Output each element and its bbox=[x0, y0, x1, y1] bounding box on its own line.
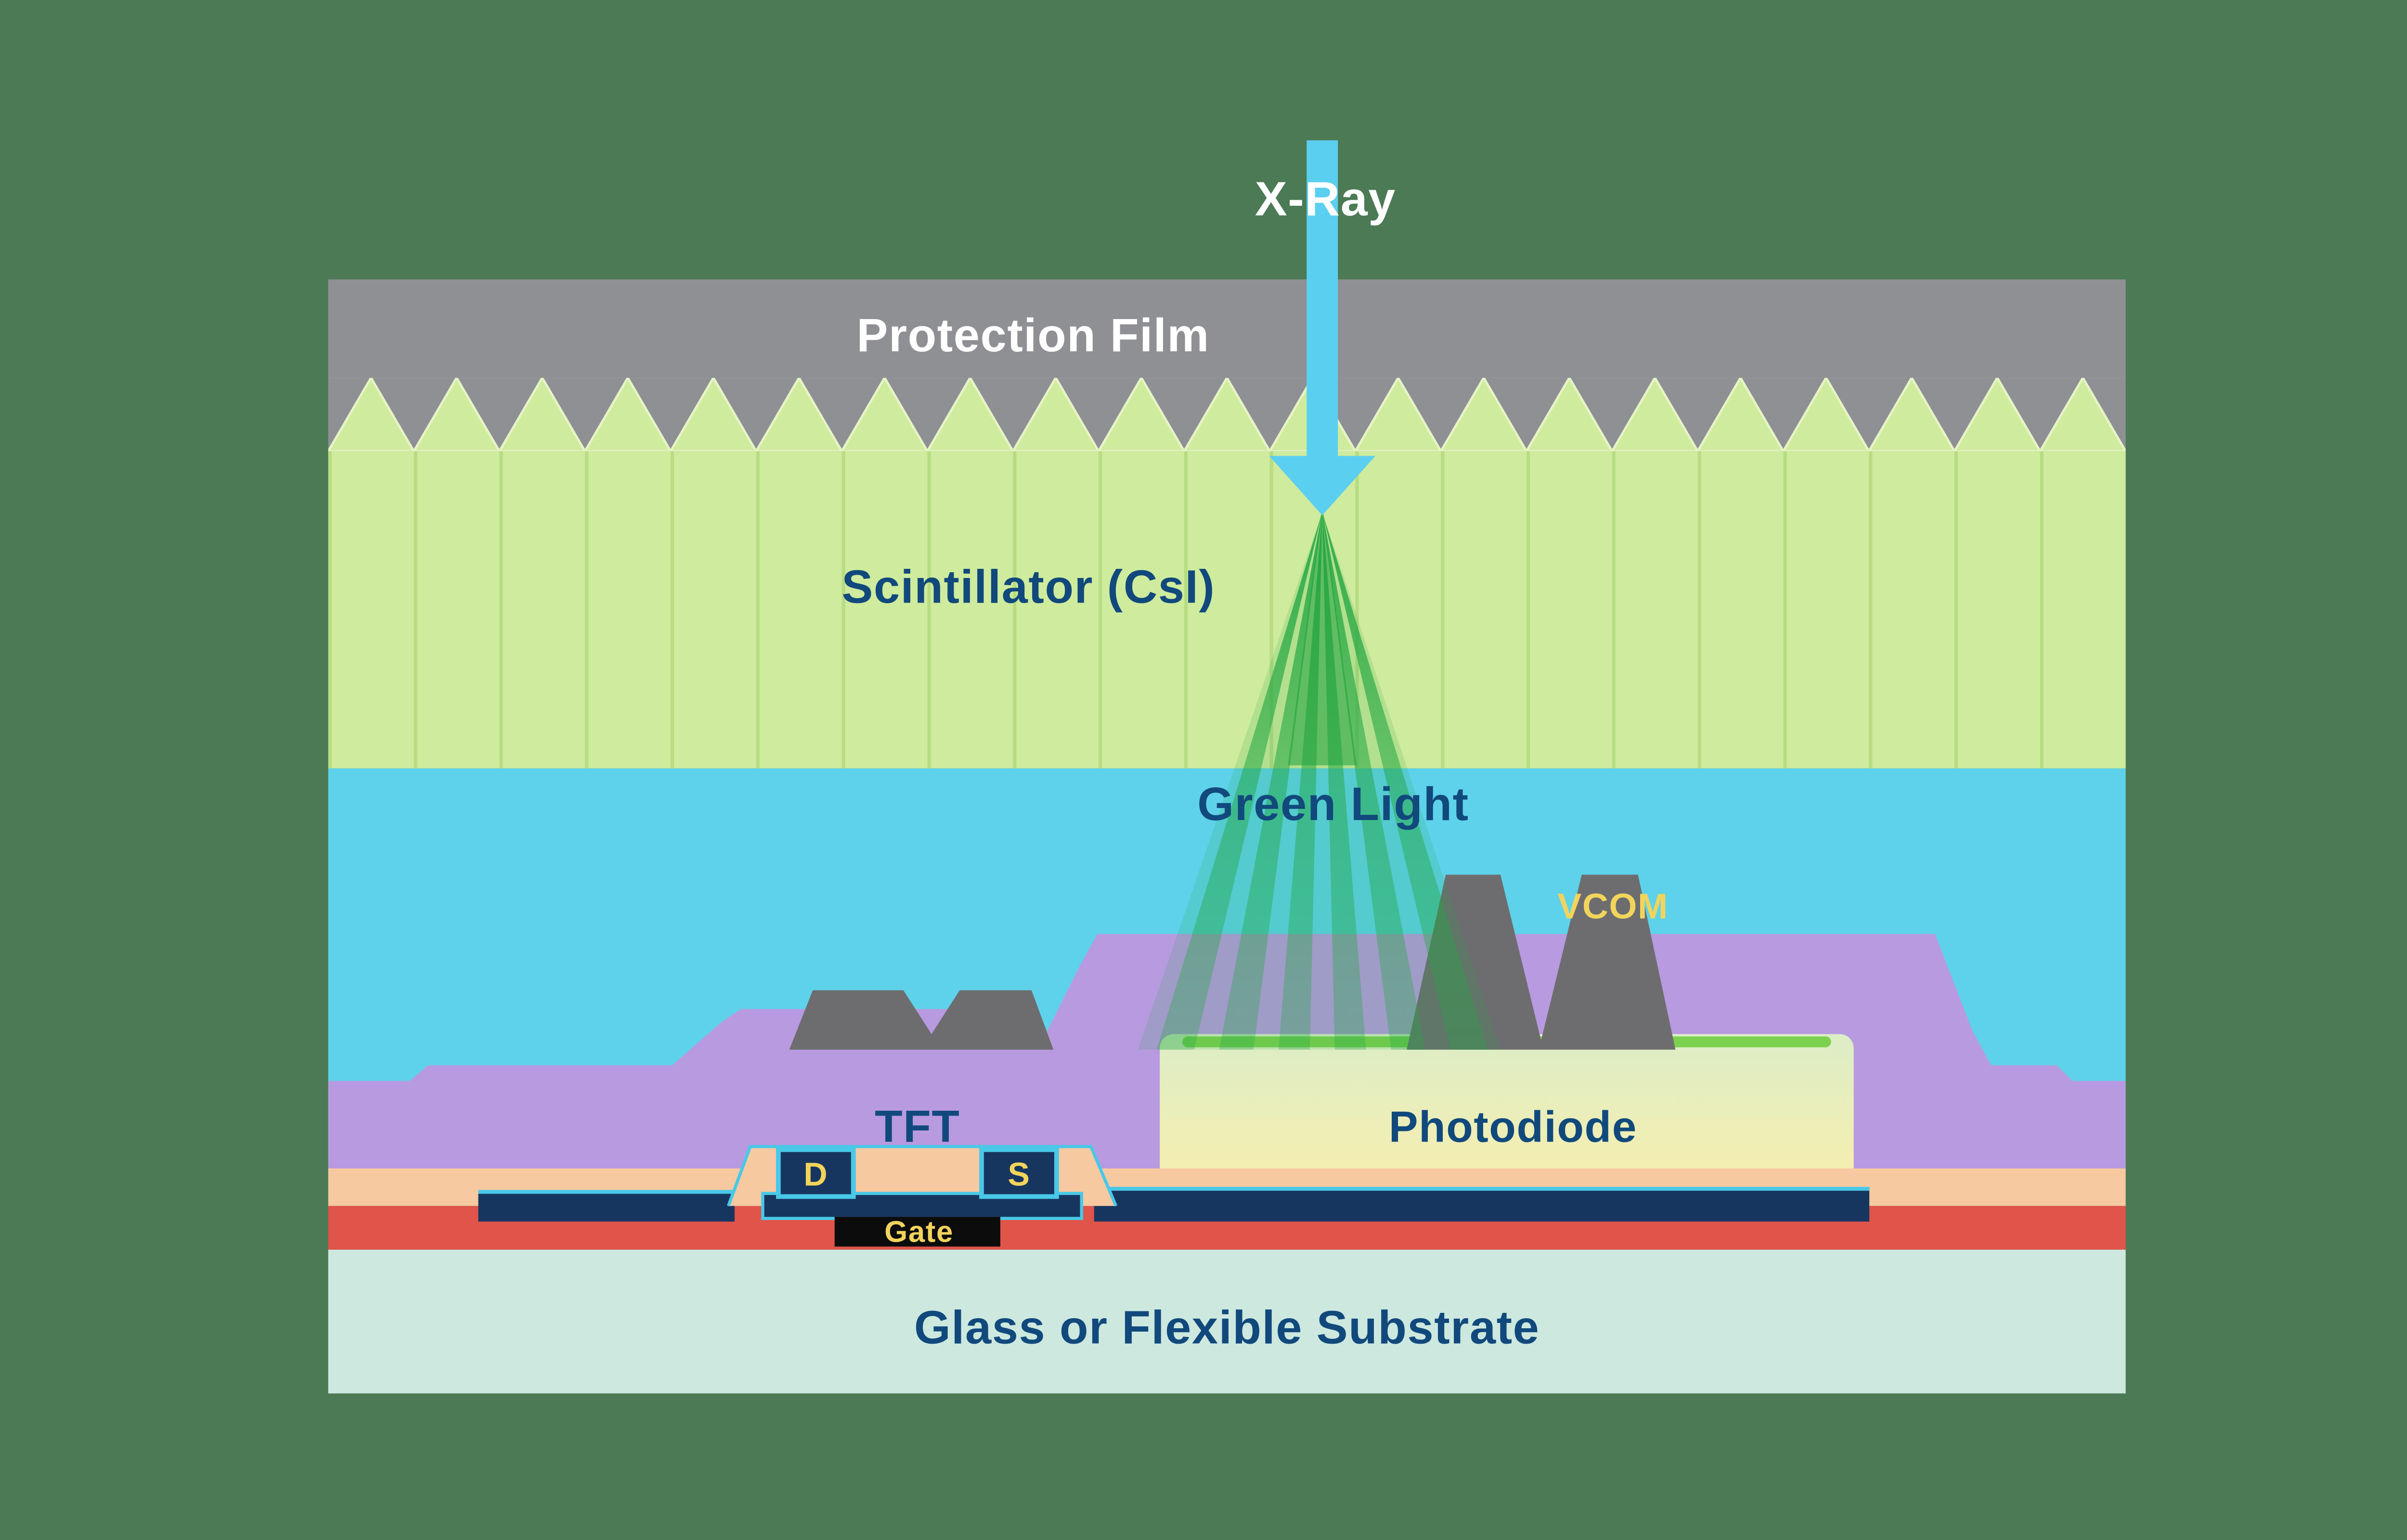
xray-label: X-Ray bbox=[1255, 172, 1396, 226]
photodiode-body bbox=[1160, 1034, 1854, 1191]
data-metal-line bbox=[1094, 1187, 1870, 1222]
green-light-rays bbox=[1138, 506, 1501, 1050]
source-electrode bbox=[979, 1147, 1059, 1199]
protection-film-label: Protection Film bbox=[857, 309, 1210, 361]
gate-electrode bbox=[834, 1217, 1000, 1247]
drain-label: D bbox=[803, 1156, 828, 1193]
green-light-label: Green Light bbox=[1197, 778, 1469, 830]
tft-label: TFT bbox=[875, 1101, 960, 1152]
substrate-layer bbox=[328, 1249, 2126, 1394]
xray-arrow bbox=[1269, 140, 1376, 515]
drain-electrode bbox=[776, 1147, 856, 1199]
vcom-label: VCOM bbox=[1557, 886, 1668, 926]
tft-mound-outline bbox=[726, 1145, 1118, 1207]
scintillator-column-lines bbox=[328, 451, 2126, 769]
scintillator-needle-tips bbox=[328, 378, 2126, 451]
source-label: S bbox=[1008, 1156, 1030, 1193]
tft-structure bbox=[726, 1145, 1118, 1247]
left-metal-line bbox=[478, 1190, 735, 1222]
substrate-label: Glass or Flexible Substrate bbox=[914, 1301, 1540, 1354]
scintillator-label: Scintillator (CsI) bbox=[841, 561, 1215, 613]
left-metal-shape bbox=[789, 990, 1054, 1050]
gate-label: Gate bbox=[884, 1216, 954, 1249]
photodiode-label: Photodiode bbox=[1389, 1103, 1637, 1152]
